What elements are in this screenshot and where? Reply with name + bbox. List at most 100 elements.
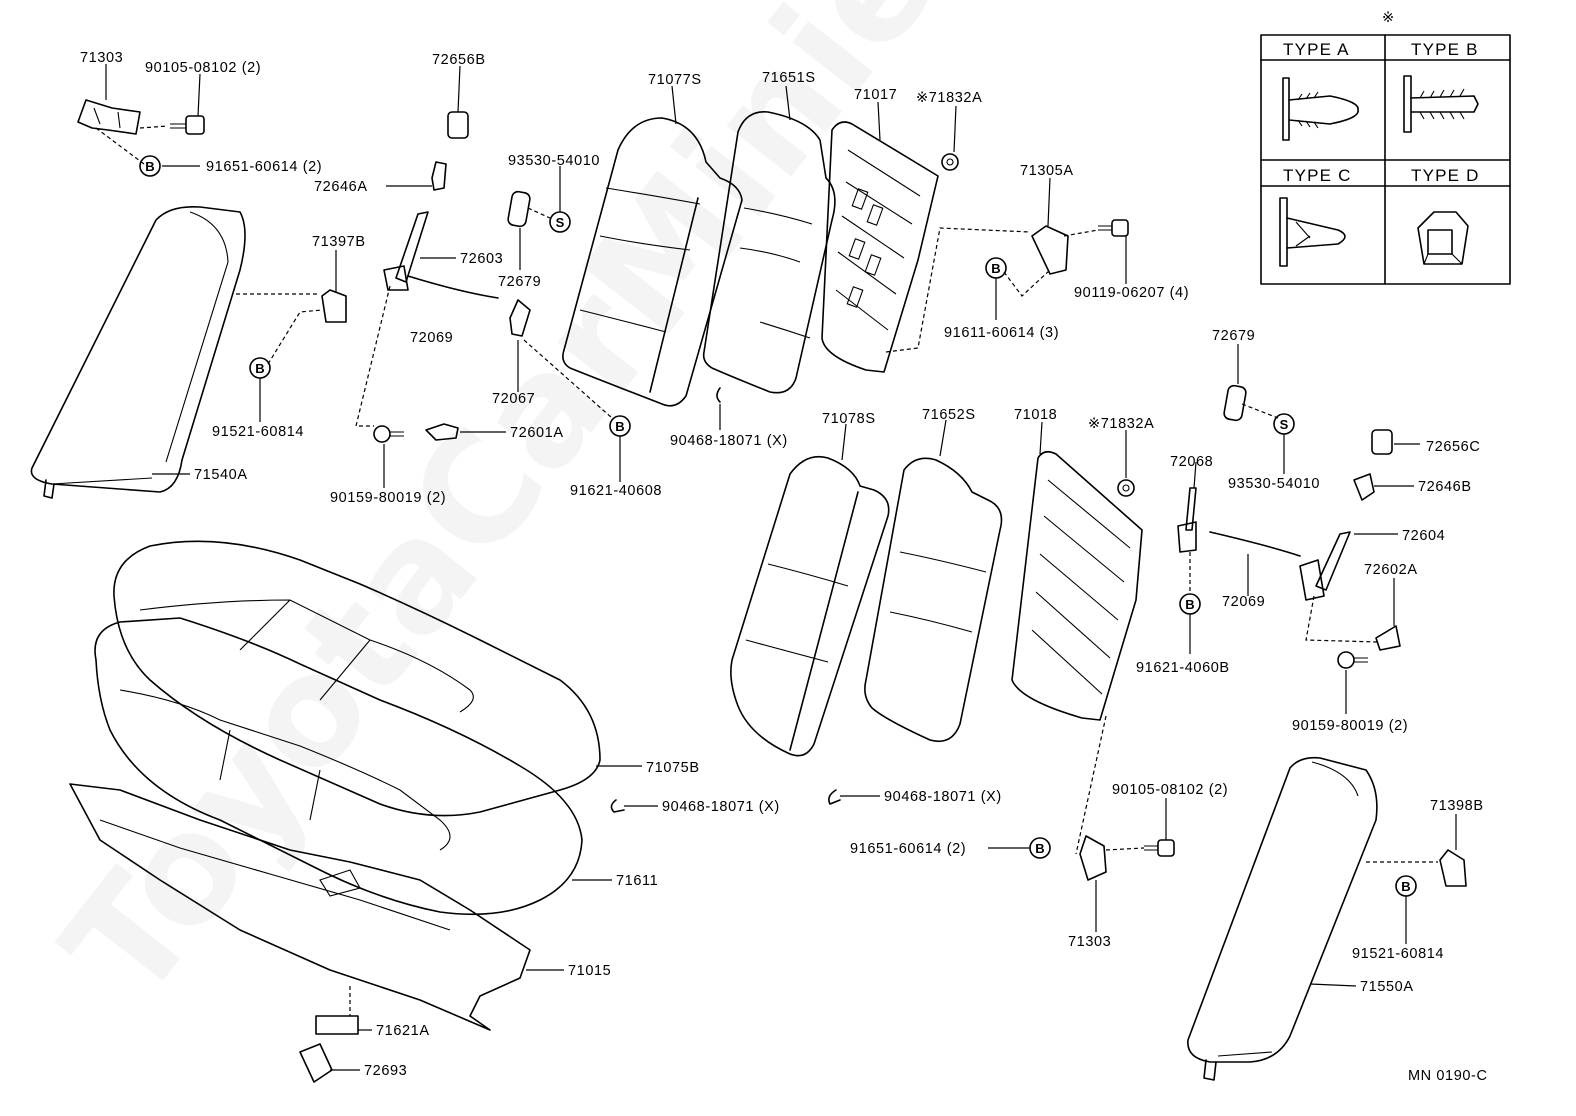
label-91611: 91611-60614 (3) (944, 325, 1059, 341)
label-72601a: 72601A (510, 425, 564, 441)
bracket-71305a (1031, 225, 1069, 275)
label-93530-right: 93530-54010 (1228, 476, 1320, 492)
fastener-type-legend: ※ TYPE A TYPE B TYPE C TYPE D (1260, 10, 1511, 285)
label-91651-top: 91651-60614 (2) (206, 159, 322, 175)
label-71621a: 71621A (376, 1023, 430, 1039)
label-90159-right: 90159-80019 (2) (1292, 718, 1408, 734)
latch-cover-72601a (425, 423, 459, 441)
marker-s-left: S (549, 211, 571, 233)
label-71305a: 71305A (1020, 163, 1074, 179)
lock-knob-72646a (431, 161, 447, 191)
label-93530-left: 93530-54010 (508, 153, 600, 169)
type-b-label: TYPE B (1411, 40, 1479, 59)
symbol-note: ※ (1382, 10, 1395, 26)
marker-b-top-left: B (139, 155, 161, 177)
seat-back-cover-right (730, 455, 890, 757)
lock-assembly-72603 (383, 211, 429, 291)
label-71611: 71611 (616, 873, 658, 889)
type-c-clip-icon (1279, 197, 1346, 267)
label-71078s: 71078S (822, 411, 876, 427)
lock-knob-72646b (1353, 473, 1375, 501)
label-71652s: 71652S (922, 407, 976, 423)
marker-b-91621-right: B (1179, 593, 1201, 615)
label-71540a: 71540A (194, 467, 248, 483)
label-72067: 72067 (492, 391, 535, 407)
label-71075b: 71075B (646, 760, 700, 776)
svg-text:B: B (1035, 841, 1044, 856)
clip-ring-left (610, 799, 625, 813)
seat-back-pad-right (864, 457, 1003, 743)
label-72646b: 72646B (1418, 479, 1472, 495)
svg-text:B: B (1185, 597, 1194, 612)
lock-assembly-72604 (1299, 531, 1351, 601)
marker-b-left: B (249, 357, 271, 379)
lock-72068 (1177, 487, 1197, 553)
label-72069-left: 72069 (410, 330, 453, 346)
label-90105-top: 90105-08102 (2) (145, 60, 261, 76)
bolt-90159-left (373, 425, 404, 443)
cable-72069-left (407, 275, 499, 299)
hinge-bracket-left (77, 99, 141, 135)
label-91521-left: 91521-60814 (212, 424, 304, 440)
seat-back-pad-left (702, 111, 836, 394)
label-71398b: 71398B (1430, 798, 1484, 814)
type-a-clip-icon (1282, 77, 1359, 141)
label-72603: 72603 (460, 251, 503, 267)
clip-72693 (299, 1043, 333, 1083)
marker-b-right: B (1395, 875, 1417, 897)
label-71550a: 71550A (1360, 979, 1414, 995)
bolt-90159-right (1337, 651, 1368, 669)
grommet-72679-right (1223, 384, 1247, 422)
svg-text:B: B (615, 419, 624, 434)
bracket-71398b (1439, 849, 1467, 887)
seat-back-side-cushion-right (1187, 756, 1378, 1081)
seat-cushion-pad (94, 617, 583, 916)
clip-71832a-mid (1117, 479, 1135, 497)
clip-ring-upper (716, 387, 721, 403)
label-91651-bottom: 91651-60614 (2) (850, 841, 966, 857)
marker-b-91611: B (985, 257, 1007, 279)
label-90468-right: 90468-18071 (X) (884, 789, 1002, 805)
type-d-clip-icon (1417, 211, 1469, 265)
label-71077s: 71077S (648, 72, 702, 88)
seat-back-frame-right (1011, 450, 1143, 721)
clip-71832a-top (941, 153, 959, 171)
label-71018: 71018 (1014, 407, 1057, 423)
label-71303-bottom: 71303 (1068, 934, 1111, 950)
svg-text:S: S (1280, 417, 1289, 432)
label-72604: 72604 (1402, 528, 1445, 544)
type-b-clip-icon (1403, 75, 1479, 133)
seat-back-cover-left (562, 117, 743, 407)
striker-72067 (509, 299, 531, 337)
grommet-72679-left (507, 190, 531, 228)
marker-b-bottom: B (1029, 837, 1051, 859)
type-c-label: TYPE C (1283, 166, 1352, 185)
label-91521-right: 91521-60814 (1352, 946, 1444, 962)
clip-ring-right (828, 789, 841, 805)
label-71832a-mid: ※71832A (1088, 416, 1154, 432)
label-71303-top: 71303 (80, 50, 123, 66)
label-72602a: 72602A (1364, 562, 1418, 578)
label-72679-left: 72679 (498, 274, 541, 290)
leader-lines (105, 64, 1457, 1071)
seat-back-frame-left (821, 121, 939, 373)
bolt-90105-bottom (1144, 839, 1175, 857)
label-90468-left: 90468-18071 (X) (662, 799, 780, 815)
type-a-label: TYPE A (1283, 40, 1350, 59)
bolt-90105-top (170, 115, 205, 135)
bolt-90119 (1098, 219, 1129, 237)
label-71832a-top: ※71832A (916, 90, 982, 106)
label-72693: 72693 (364, 1063, 407, 1079)
label-71017: 71017 (854, 87, 897, 103)
label-72068: 72068 (1170, 454, 1213, 470)
cable-72069-right (1209, 531, 1301, 557)
bracket-71397b (321, 289, 347, 323)
label-91621-right: 91621-4060B (1136, 660, 1230, 676)
label-72069-right: 72069 (1222, 594, 1265, 610)
label-90119: 90119-06207 (4) (1074, 285, 1189, 301)
dashed-connectors (95, 125, 1438, 1016)
headrest-support-72656c (1371, 429, 1393, 455)
label-72656c: 72656C (1426, 439, 1480, 455)
label-90159-left: 90159-80019 (2) (330, 490, 446, 506)
